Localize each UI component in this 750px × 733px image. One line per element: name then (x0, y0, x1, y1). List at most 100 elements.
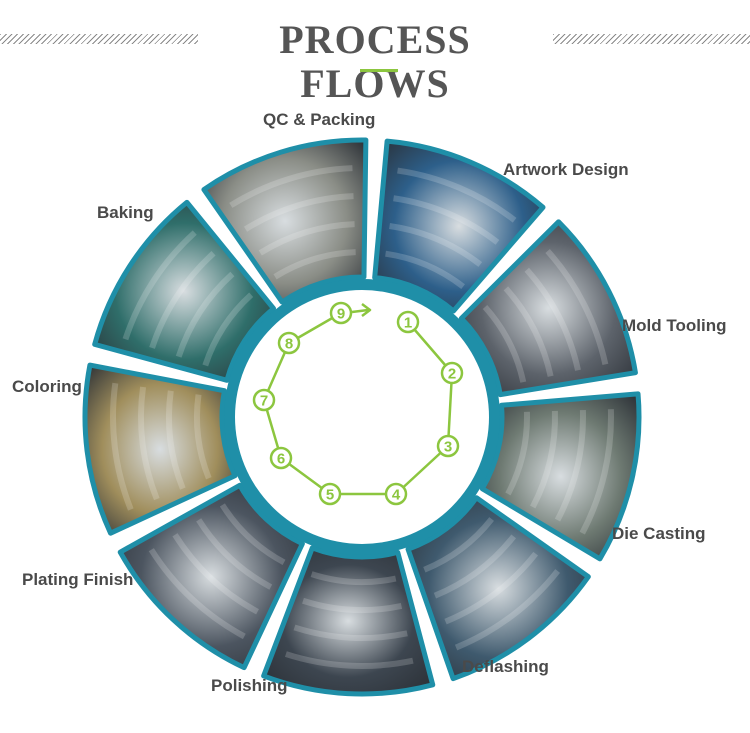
number-circle (329, 301, 353, 325)
segment-coloring (82, 362, 238, 536)
photo-texture (310, 571, 397, 585)
step-label: Deflashing (462, 657, 549, 676)
segment-deflashing (405, 495, 591, 682)
photo-texture (503, 286, 554, 377)
photo-texture (433, 534, 517, 599)
step-number: 5 (326, 487, 334, 504)
photo-texture (444, 551, 539, 625)
arrow-head-icon (361, 303, 372, 317)
photo-texture (579, 409, 614, 535)
photo-texture (524, 267, 581, 371)
step-label: QC & Packing (263, 110, 376, 129)
segment-die-casting (479, 391, 642, 562)
photo-texture (166, 390, 186, 490)
photo-texture (138, 386, 160, 501)
step-number: 1 (404, 315, 412, 332)
photo-texture (389, 223, 483, 267)
step-number: 7 (260, 393, 268, 410)
hand-deflashing-photo (405, 495, 591, 682)
photo-texture (273, 249, 356, 280)
step-label: Polishing (211, 676, 288, 695)
step-label: Coloring (12, 377, 82, 396)
step-label: Artwork Design (503, 160, 629, 179)
number-circle (269, 446, 293, 470)
photo-texture (172, 533, 259, 615)
step-number-badge: 9 (329, 301, 353, 325)
segment-mold-tooling (458, 219, 638, 398)
number-circle (277, 331, 301, 355)
inner-cycle: 1 2 3 4 5 6 7 8 9 (252, 301, 464, 506)
oven-photo (92, 199, 277, 383)
number-circle (384, 482, 408, 506)
wheel-segments (82, 137, 642, 697)
hub-center (235, 290, 489, 544)
photo-texture (196, 518, 273, 590)
step-number-badge: 6 (269, 446, 293, 470)
number-circle (252, 388, 276, 412)
photo-texture (385, 250, 465, 290)
step-label: Baking (97, 203, 154, 222)
number-circle (318, 482, 342, 506)
casting-machine-photo (479, 391, 642, 562)
segment-artwork-design (372, 138, 546, 314)
photo-texture (482, 305, 527, 383)
photo-texture (423, 517, 495, 573)
photo-texture (397, 167, 517, 223)
cnc-machine-photo (458, 219, 638, 398)
number-circle (440, 361, 464, 385)
step-number: 4 (392, 487, 401, 504)
step-number: 9 (337, 306, 345, 323)
title-underline (360, 69, 398, 72)
step-number: 8 (285, 336, 293, 353)
photo-texture (293, 624, 408, 641)
photo-texture (229, 165, 353, 208)
page-title: PROCESS FLOWS (279, 17, 471, 106)
photo-texture (149, 251, 216, 349)
segment-polishing (261, 545, 436, 697)
photo-texture (554, 409, 586, 522)
segment-baking (92, 199, 277, 383)
photo-texture (219, 503, 286, 566)
photo-texture (110, 382, 134, 511)
photo-texture (122, 230, 197, 341)
photo-texture (545, 249, 609, 366)
polishing-photo (261, 545, 436, 697)
photo-texture (258, 221, 355, 256)
step-number-badge: 8 (277, 331, 301, 355)
photo-texture (202, 292, 254, 367)
segment-qc-packing (201, 137, 369, 305)
number-circle (396, 310, 420, 334)
step-label: Die Casting (612, 524, 706, 543)
photo-texture (393, 195, 500, 245)
step-number-badge: 4 (384, 482, 408, 506)
arrow-right-icon (351, 308, 369, 314)
header: PROCESS FLOWS (0, 0, 750, 106)
photo-texture (284, 651, 414, 669)
step-number-badge: 1 (396, 310, 420, 334)
step-number: 2 (448, 366, 456, 383)
step-number-badge: 2 (440, 361, 464, 385)
photo-texture (454, 569, 561, 651)
photo-texture (302, 597, 403, 613)
title-right-hatch (553, 34, 750, 44)
photo-texture (148, 548, 246, 640)
step-number: 6 (277, 451, 285, 468)
title-left-hatch (0, 34, 198, 44)
photo-texture (175, 271, 235, 358)
step-number-badge: 5 (318, 482, 342, 506)
photo-texture (505, 411, 530, 496)
segment-plating-finish (117, 482, 305, 671)
step-number: 3 (444, 439, 452, 456)
photo-texture (243, 193, 354, 232)
qc-workers-photo (201, 137, 369, 305)
photo-texture (194, 394, 212, 480)
computer-monitor-cad-photo (372, 138, 546, 314)
step-label: Plating Finish (22, 570, 134, 589)
number-circle (436, 434, 460, 458)
step-number-badge: 7 (252, 388, 276, 412)
step-label: Mold Tooling (622, 316, 727, 335)
plating-photo (117, 482, 305, 671)
coloring-coins-photo (82, 362, 238, 536)
photo-texture (530, 410, 558, 509)
